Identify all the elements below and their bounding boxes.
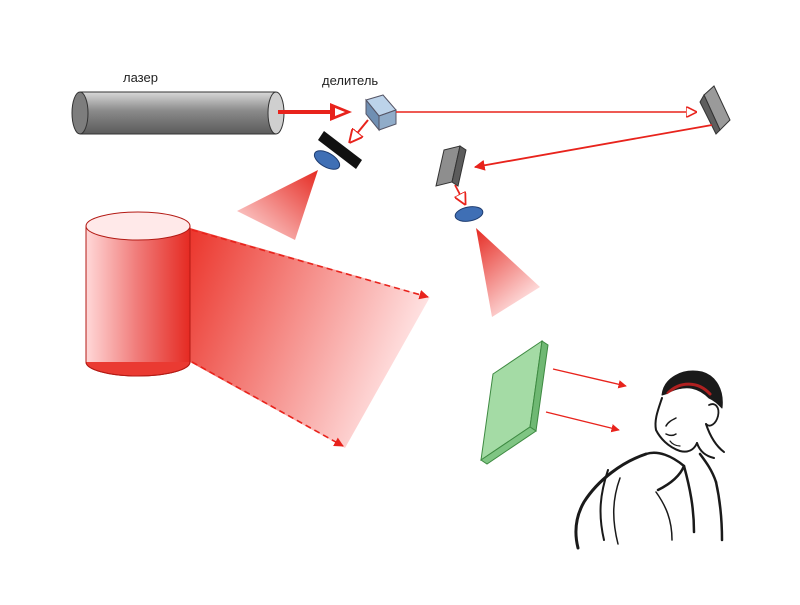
hologram-plate <box>480 339 549 465</box>
reference-beam-2 <box>473 124 713 171</box>
viewing-ray-1 <box>552 368 627 389</box>
blocker-bar <box>318 131 362 169</box>
beam-splitter <box>365 94 397 132</box>
laser-tube <box>71 91 285 135</box>
laser-label: лазер <box>123 70 158 85</box>
far-mirror <box>699 85 731 135</box>
object-beam-1 <box>350 119 369 142</box>
beam-splitter-label: делитель <box>322 73 379 88</box>
laser-beam <box>278 103 352 121</box>
object-cylinder <box>85 211 191 377</box>
reference-beam-cone <box>476 228 540 317</box>
observer-figure <box>574 370 725 550</box>
object-beam-cone <box>237 170 318 240</box>
reference-beam-3 <box>455 184 465 204</box>
reference-lens <box>454 206 484 222</box>
second-mirror <box>435 145 467 187</box>
object-lens <box>313 150 341 170</box>
scattered-object-beam <box>190 228 430 448</box>
viewing-ray-2 <box>545 411 620 433</box>
